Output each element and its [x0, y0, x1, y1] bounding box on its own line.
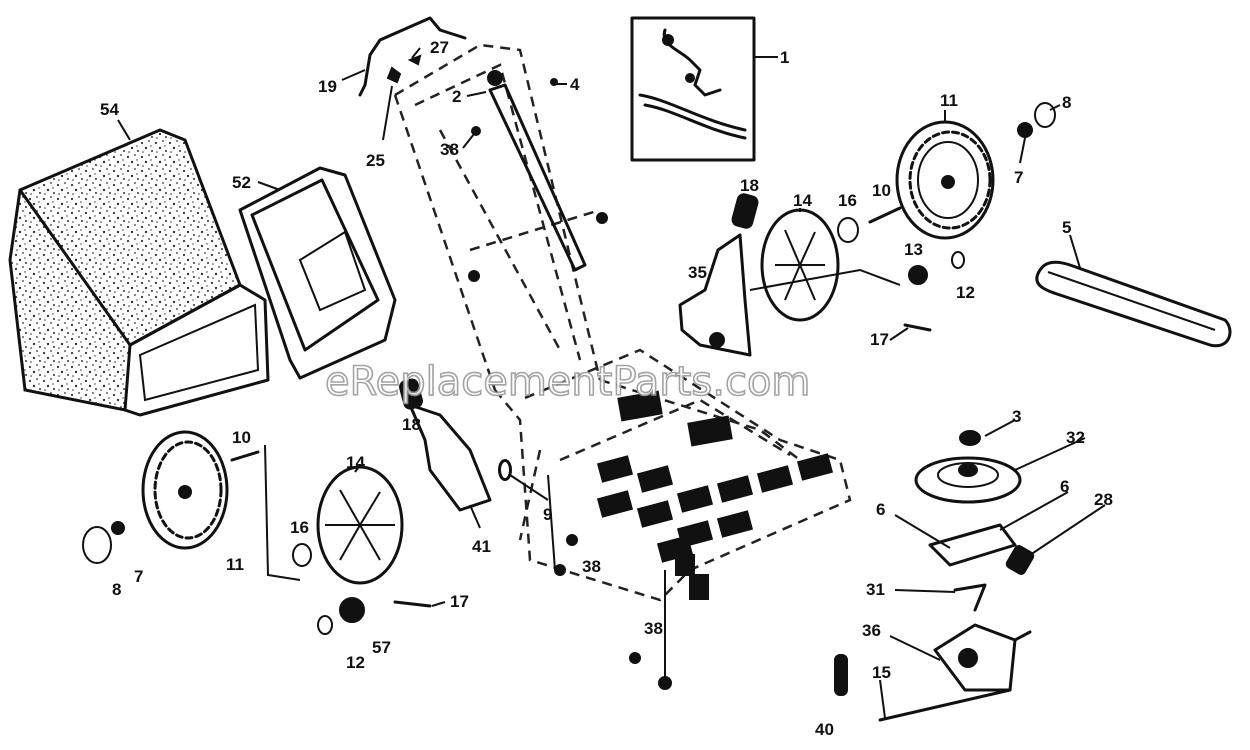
callout-12-left: 12 [346, 653, 365, 672]
callout-2: 2 [452, 87, 461, 106]
callout-36: 36 [862, 621, 881, 640]
callout-6-left: 6 [876, 500, 885, 519]
callout-18-top: 18 [740, 176, 759, 195]
handle-assembly [358, 16, 467, 97]
left-rear-wheel [82, 430, 229, 564]
callout-40: 40 [815, 720, 834, 739]
inset-detail-box [630, 16, 756, 162]
callout-10-right: 10 [872, 181, 891, 200]
callout-1: 1 [780, 48, 789, 67]
callout-35: 35 [688, 263, 707, 282]
drive-control-bar [471, 70, 587, 272]
callout-17-left: 17 [450, 592, 469, 611]
mower-deck-outline [393, 43, 852, 602]
drive-belt [1035, 260, 1232, 348]
callout-32: 32 [1066, 428, 1085, 447]
watermark-text: eReplacementParts.com [325, 359, 810, 405]
callout-41: 41 [472, 537, 491, 556]
callout-7-right: 7 [1014, 168, 1023, 187]
callout-14-left: 14 [346, 453, 365, 472]
callout-6-right: 6 [1060, 477, 1069, 496]
callout-18-left: 18 [402, 415, 421, 434]
callout-28: 28 [1094, 490, 1113, 509]
callout-27: 27 [430, 38, 449, 57]
callout-15: 15 [872, 663, 891, 682]
grass-catcher-bag [8, 128, 270, 417]
callout-5: 5 [1062, 218, 1071, 237]
deck-vents [596, 390, 834, 600]
callout-57: 57 [372, 638, 391, 657]
right-gear-assembly [678, 193, 965, 357]
callout-7-left: 7 [134, 567, 143, 586]
leader-lines [117, 47, 1106, 719]
callout-10-left: 10 [232, 428, 251, 447]
callout-labels: 1 2 4 38 19 25 27 54 52 11 8 7 18 14 16 … [100, 38, 1113, 739]
callout-3: 3 [1012, 407, 1021, 426]
callout-19: 19 [318, 77, 337, 96]
callout-38-mid: 38 [582, 557, 601, 576]
callout-38-top: 38 [440, 140, 459, 159]
callout-8-left: 8 [112, 580, 121, 599]
callout-16-left: 16 [290, 518, 309, 537]
transmission-assembly [834, 430, 1035, 722]
hardware-fasteners [468, 212, 672, 690]
right-rear-wheel [895, 102, 1056, 240]
callout-54: 54 [100, 100, 119, 119]
callout-13: 13 [904, 240, 923, 259]
callout-12-right: 12 [956, 283, 975, 302]
callout-16-right: 16 [838, 191, 857, 210]
callout-4: 4 [570, 75, 580, 94]
callout-11-left: 11 [226, 555, 244, 574]
callout-38-bottom: 38 [644, 619, 663, 638]
callout-9: 9 [543, 505, 552, 524]
callout-8-right: 8 [1062, 93, 1071, 112]
callout-14-right: 14 [793, 191, 812, 210]
catcher-frame [238, 166, 397, 380]
callout-25: 25 [366, 151, 385, 170]
callout-17-right: 17 [870, 330, 889, 349]
callout-31: 31 [866, 580, 885, 599]
left-gear-assembly [230, 378, 512, 635]
callout-52: 52 [232, 173, 251, 192]
callout-11-right: 11 [940, 91, 958, 110]
